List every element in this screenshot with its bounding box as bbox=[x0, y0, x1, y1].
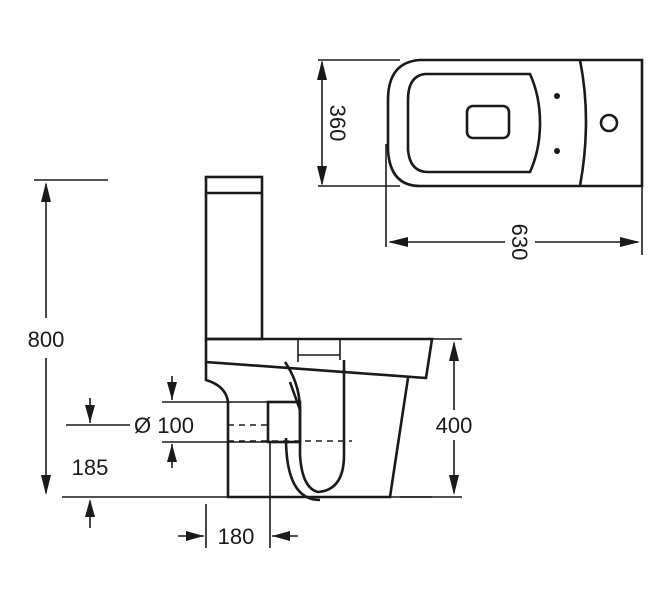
depth-label: 630 bbox=[507, 224, 532, 261]
top-view-fixing-dot-upper bbox=[554, 93, 560, 99]
top-view-seat bbox=[406, 72, 542, 174]
top-view: 360 630 bbox=[317, 58, 644, 261]
side-view-cistern bbox=[204, 175, 264, 341]
side-view-outlet bbox=[266, 400, 302, 444]
top-view-lid-hinge bbox=[465, 104, 511, 140]
outlet-diameter-label: Ø 100 bbox=[134, 413, 194, 438]
top-view-cistern-divider bbox=[578, 59, 588, 187]
total-height-label: 800 bbox=[28, 327, 65, 352]
side-view-seat bbox=[204, 337, 434, 380]
top-view-flush-button bbox=[599, 113, 619, 133]
side-view-trap bbox=[283, 360, 346, 494]
bowl-height-label: 400 bbox=[436, 413, 473, 438]
outlet-offset-label: 180 bbox=[218, 524, 255, 549]
outlet-height-label: 185 bbox=[72, 455, 109, 480]
width-label: 360 bbox=[325, 105, 350, 142]
top-view-outline bbox=[386, 58, 644, 188]
side-view-body bbox=[204, 362, 410, 499]
side-view: 800 400 Ø 100 185 180 bbox=[28, 175, 473, 549]
top-view-fixing-dot-lower bbox=[554, 148, 560, 154]
